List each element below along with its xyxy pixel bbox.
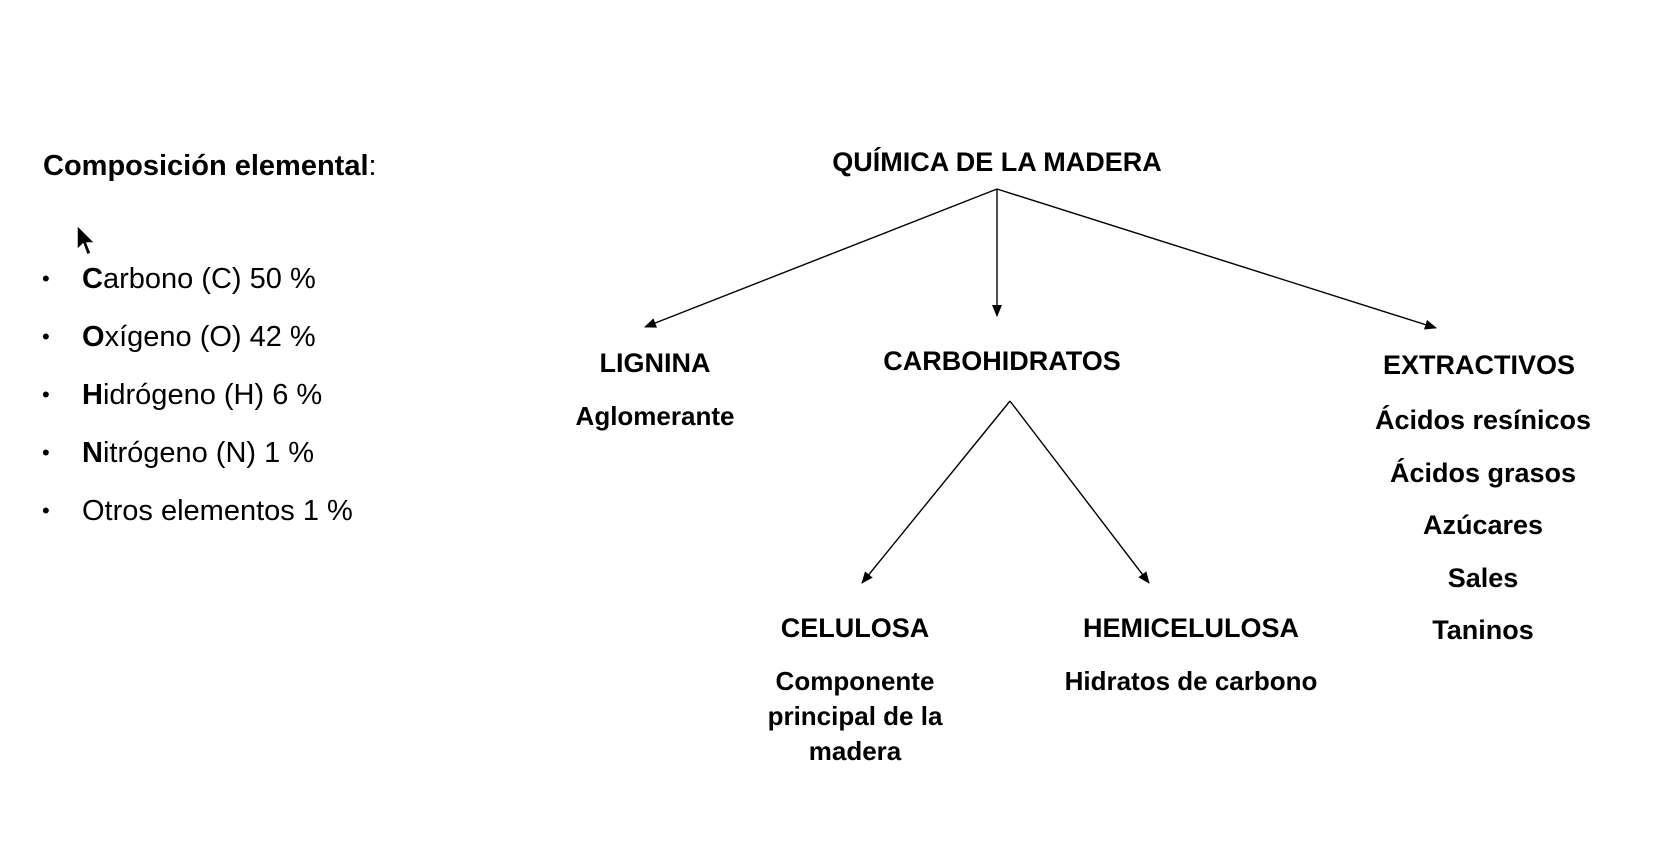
- initial-letter: C: [82, 263, 103, 295]
- bullet: •: [42, 382, 50, 407]
- diagram-root-title: QUÍMICA DE LA MADERA: [832, 147, 1162, 177]
- extractivos-title: EXTRACTIVOS: [1382, 350, 1576, 380]
- hemicelulosa-title: HEMICELULOSA: [1083, 613, 1299, 643]
- lignina-title: LIGNINA: [599, 348, 711, 378]
- list-item: Ácidos grasos: [1389, 457, 1577, 488]
- bullet: •: [42, 440, 50, 465]
- list-item-text: Hidrógeno (H) 6 %: [82, 378, 322, 412]
- list-item-text: Oxígeno (O) 42 %: [82, 320, 316, 354]
- hemicelulosa-description: Hidratos de carbono: [1064, 666, 1318, 696]
- initial-letter: O: [82, 321, 105, 353]
- list-item-text: Otros elementos 1 %: [82, 494, 353, 528]
- initial-letter: H: [82, 379, 103, 411]
- mouse-cursor-icon: [76, 224, 96, 256]
- arrow-to-hemicelulosa: [1009, 400, 1150, 584]
- list-item: Ácidos resínicos: [1374, 405, 1592, 435]
- arrow-to-celulosa: [861, 400, 1011, 584]
- arrow-to-lignina: [644, 188, 998, 328]
- item-rest: idrógeno (H) 6 %: [102, 379, 323, 411]
- arrow-to-extractivos: [996, 188, 1437, 330]
- bullet: •: [42, 266, 50, 291]
- celulosa-description: Componente principal de la madera: [767, 666, 943, 766]
- composition-title-text: Composición elemental: [43, 150, 369, 182]
- lignina-description: Aglomerante: [575, 401, 735, 431]
- composition-title-colon: :: [368, 150, 377, 182]
- list-item: Azúcares: [1422, 510, 1544, 540]
- item-rest: arbono (C) 50 %: [102, 263, 316, 295]
- item-rest: xígeno (O) 42 %: [104, 321, 316, 353]
- item-rest: Otros elementos 1 %: [82, 495, 353, 527]
- bullet: •: [42, 324, 50, 349]
- celulosa-title: CELULOSA: [780, 613, 930, 643]
- item-rest: itrógeno (N) 1 %: [102, 437, 315, 469]
- carbohidratos-title: CARBOHIDRATOS: [883, 346, 1121, 376]
- list-item-text: Carbono (C) 50 %: [82, 262, 316, 296]
- composition-title: Composición elemental:: [43, 150, 377, 183]
- list-item-text: Nitrógeno (N) 1 %: [82, 436, 314, 470]
- list-item: Sales: [1447, 562, 1519, 593]
- extractivos-list: Ácidos resínicos Ácidos grasos Azúcares …: [1375, 404, 1591, 667]
- initial-letter: N: [82, 437, 103, 469]
- bullet: •: [42, 498, 50, 523]
- list-item: Taninos: [1432, 615, 1534, 645]
